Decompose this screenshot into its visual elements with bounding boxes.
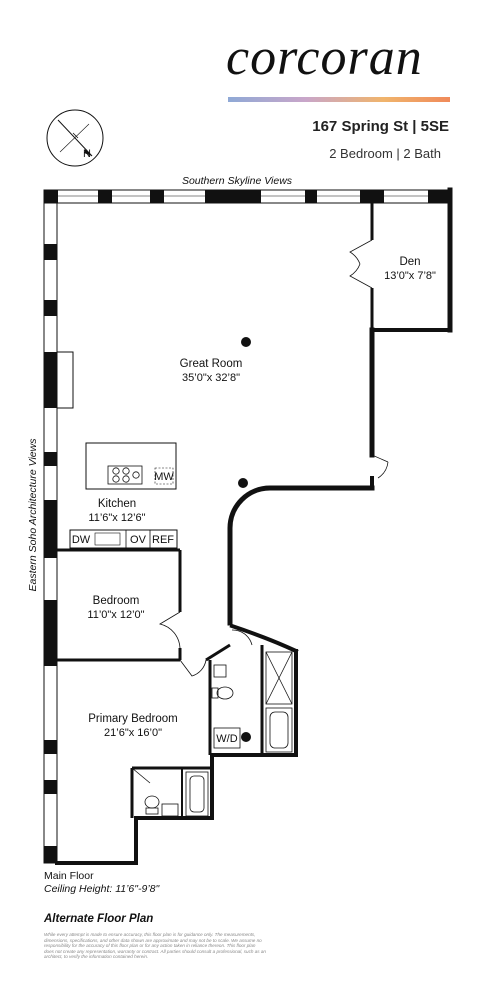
exterior-walls: [55, 187, 453, 865]
column: [241, 732, 251, 742]
primary-bedroom-dims: 21’6"x 16’0": [104, 727, 162, 739]
entry-door: [371, 454, 389, 479]
listing-units: 2 Bedroom | 2 Bath: [329, 146, 441, 161]
primary-bedroom-walls: [130, 643, 231, 818]
bedroom-dims: 11’0"x 12’0": [87, 609, 144, 621]
plan-note: Alternate Floor Plan: [44, 913, 154, 925]
corcoran-logo: corcoran: [226, 29, 423, 86]
column: [238, 478, 248, 488]
compass-north-label: N: [83, 148, 91, 160]
den-name: Den: [399, 256, 420, 268]
bedroom-name: Bedroom: [93, 595, 140, 607]
kitchen-name: Kitchen: [98, 498, 136, 510]
refrigerator-label: REF: [152, 534, 174, 546]
listing-address: 167 Spring St | 5SE: [312, 118, 449, 135]
ceiling-height: Ceiling Height: 11’6"-9’8": [44, 883, 160, 895]
great-room-dims: 35’0"x 32’8": [182, 372, 240, 384]
kitchen-dims: 11’6"x 12’6": [88, 512, 145, 524]
kitchen-island: MW: [85, 442, 177, 490]
den-walls: [349, 203, 374, 330]
kitchen-counter: DW OV REF: [69, 529, 178, 549]
left-windows: [43, 202, 74, 864]
bedroom-walls: [57, 548, 182, 662]
dishwasher-label: DW: [72, 534, 91, 546]
den-dims: 13’0"x 7’8": [384, 270, 436, 282]
oven-label: OV: [130, 534, 147, 546]
east-view-label: Eastern Soho Architecture Views: [27, 438, 39, 592]
washer-dryer-label: W/D: [216, 733, 237, 745]
great-room-name: Great Room: [180, 358, 243, 370]
cooktop-icon: [107, 465, 143, 485]
floor-name: Main Floor: [44, 870, 94, 882]
washer-dryer: [213, 727, 241, 749]
logo-gradient-bar: [228, 97, 450, 102]
top-windows: [43, 189, 451, 204]
bathroom-2: [144, 768, 209, 818]
column: [241, 337, 251, 347]
microwave-label: MW: [154, 471, 174, 483]
primary-bedroom-name: Primary Bedroom: [88, 713, 177, 725]
south-view-label: Southern Skyline Views: [182, 175, 293, 187]
bathroom-1: [211, 629, 293, 755]
disclaimer: While every attempt is made to ensure ac…: [44, 932, 266, 960]
compass-icon: N: [46, 109, 104, 167]
